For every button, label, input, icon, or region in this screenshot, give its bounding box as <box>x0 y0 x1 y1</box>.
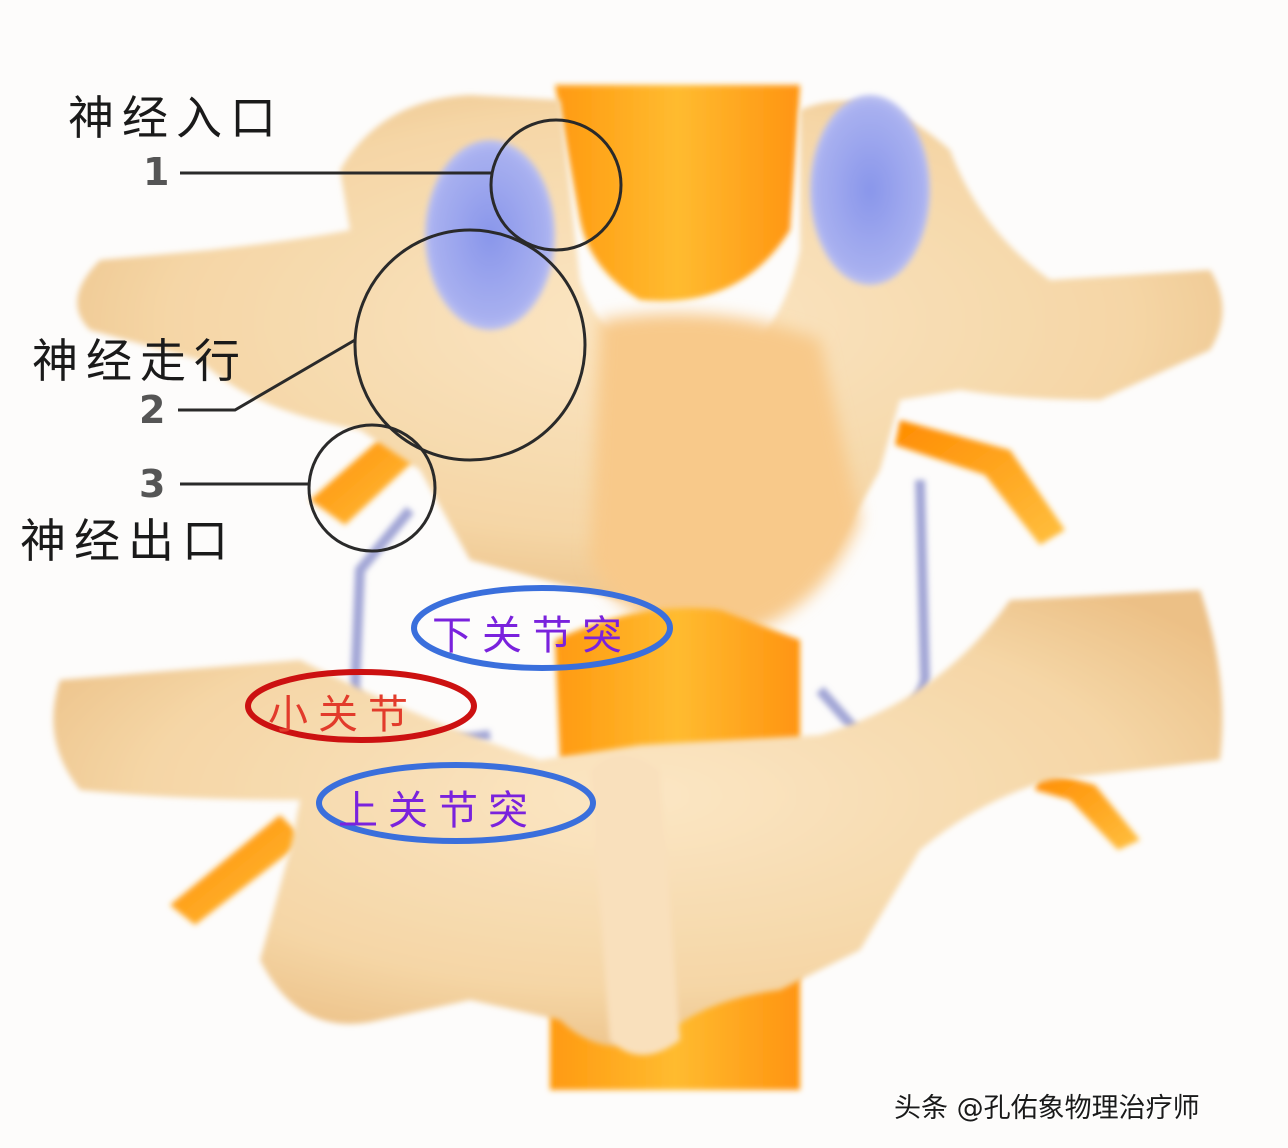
facet-cartilage-upper <box>425 95 930 330</box>
annotation-ellipses <box>245 585 673 844</box>
callout-circle-1 <box>489 118 623 252</box>
lower-vertebra <box>53 590 1223 1055</box>
callout-circle-2 <box>353 228 587 462</box>
label-nerve-pathway: 神经走行 <box>32 334 248 388</box>
label-nerve-exit: 神经出口 <box>20 514 236 568</box>
callout-leader-lines <box>178 171 492 486</box>
label-superior-articular-process: 上关节突 <box>338 788 538 834</box>
nerve-roots <box>170 420 1140 925</box>
spinal-cord-upper <box>555 85 800 302</box>
callout-number-1: 1 <box>143 150 170 194</box>
callout-circle-3 <box>307 423 437 553</box>
spinous-process <box>590 313 860 640</box>
watermark-credit: 头条 @孔佑象物理治疗师 <box>894 1093 1200 1124</box>
ellipse-facet-joint <box>245 669 477 743</box>
label-inferior-articular-process: 下关节突 <box>432 613 632 659</box>
label-nerve-entrance: 神经入口 <box>68 91 284 145</box>
ellipse-superior-articular-process <box>316 762 596 844</box>
callout-number-2: 2 <box>139 388 166 432</box>
callout-circles <box>307 118 623 553</box>
ellipse-inferior-articular-process <box>411 585 673 671</box>
callout-number-3: 3 <box>139 462 166 506</box>
label-facet-joint: 小关节 <box>268 692 418 738</box>
